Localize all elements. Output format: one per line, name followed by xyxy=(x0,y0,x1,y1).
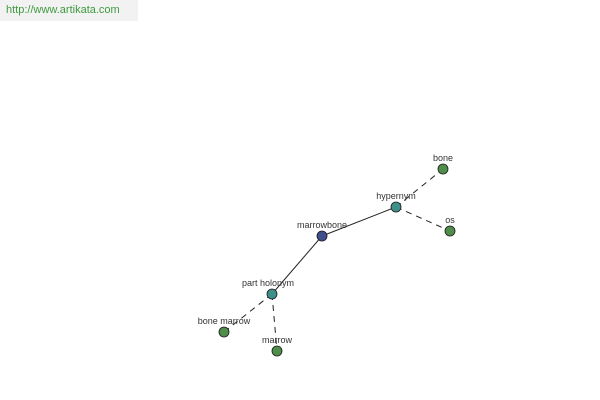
node-dot-bone[interactable] xyxy=(437,163,449,175)
node-label-bone: bone xyxy=(433,153,453,163)
node-os[interactable]: os xyxy=(444,215,456,237)
node-label-os: os xyxy=(445,215,455,225)
node-hypernym[interactable]: hypernym xyxy=(376,191,416,213)
node-label-bone-marrow: bone marrow xyxy=(198,316,251,326)
node-dot-hypernym[interactable] xyxy=(390,201,402,213)
edge-hypernym-to-bone xyxy=(395,168,444,208)
node-bone[interactable]: bone xyxy=(433,153,453,175)
node-dot-marrowbone[interactable] xyxy=(316,230,328,242)
graph-nodes: marrowbone hypernym part holonym bone os bone… xyxy=(198,153,456,357)
edge-marrowbone-to-hypernym xyxy=(321,206,397,237)
node-dot-part-holonym[interactable] xyxy=(266,288,278,300)
node-dot-marrow[interactable] xyxy=(271,345,283,357)
node-label-marrowbone: marrowbone xyxy=(297,220,347,230)
site-url-link[interactable]: http://www.artikata.com xyxy=(0,0,138,21)
node-part-holonym[interactable]: part holonym xyxy=(242,278,294,300)
node-marrow[interactable]: marrow xyxy=(262,335,293,357)
node-dot-bone-marrow[interactable] xyxy=(218,326,230,338)
node-label-marrow: marrow xyxy=(262,335,293,345)
node-bone-marrow[interactable]: bone marrow xyxy=(198,316,251,338)
node-label-part-holonym: part holonym xyxy=(242,278,294,288)
edge-part-holonym-to-marrow xyxy=(271,293,278,352)
node-label-hypernym: hypernym xyxy=(376,191,416,201)
node-dot-os[interactable] xyxy=(444,225,456,237)
edge-marrowbone-to-part-holonym xyxy=(271,235,323,295)
edge-part-holonym-to-bone-marrow xyxy=(223,293,273,333)
graph-edges xyxy=(223,168,451,352)
node-marrowbone[interactable]: marrowbone xyxy=(297,220,347,242)
edge-hypernym-to-os xyxy=(395,206,451,232)
